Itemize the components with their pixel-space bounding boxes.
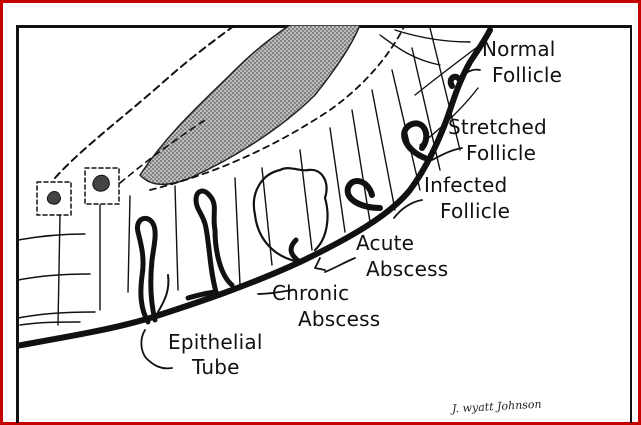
nucleus-2 xyxy=(93,175,110,191)
label-epithelial-tube: Tube xyxy=(192,356,240,378)
stippled-lamina xyxy=(140,25,360,184)
label-normal-follicle: Follicle xyxy=(492,64,562,86)
stretched-follicle xyxy=(404,123,426,158)
label-infected-follicle: Follicle xyxy=(440,200,510,222)
label-normal: Normal xyxy=(482,38,556,60)
label-chronic-abscess: Abscess xyxy=(298,308,380,330)
label-infected: Infected xyxy=(424,174,507,196)
epithelial-tube xyxy=(137,218,155,322)
label-acute: Acute xyxy=(356,232,414,254)
infected-follicle xyxy=(348,181,380,208)
lower-cells xyxy=(18,234,95,325)
label-epithelial: Epithelial xyxy=(168,331,263,353)
label-acute-abscess: Abscess xyxy=(366,258,448,280)
label-stretched-follicle: Follicle xyxy=(466,142,536,164)
label-chronic: Chronic xyxy=(272,282,349,304)
label-stretched: Stretched xyxy=(448,116,547,138)
nucleus-1 xyxy=(47,192,60,205)
chronic-abscess xyxy=(196,191,232,292)
